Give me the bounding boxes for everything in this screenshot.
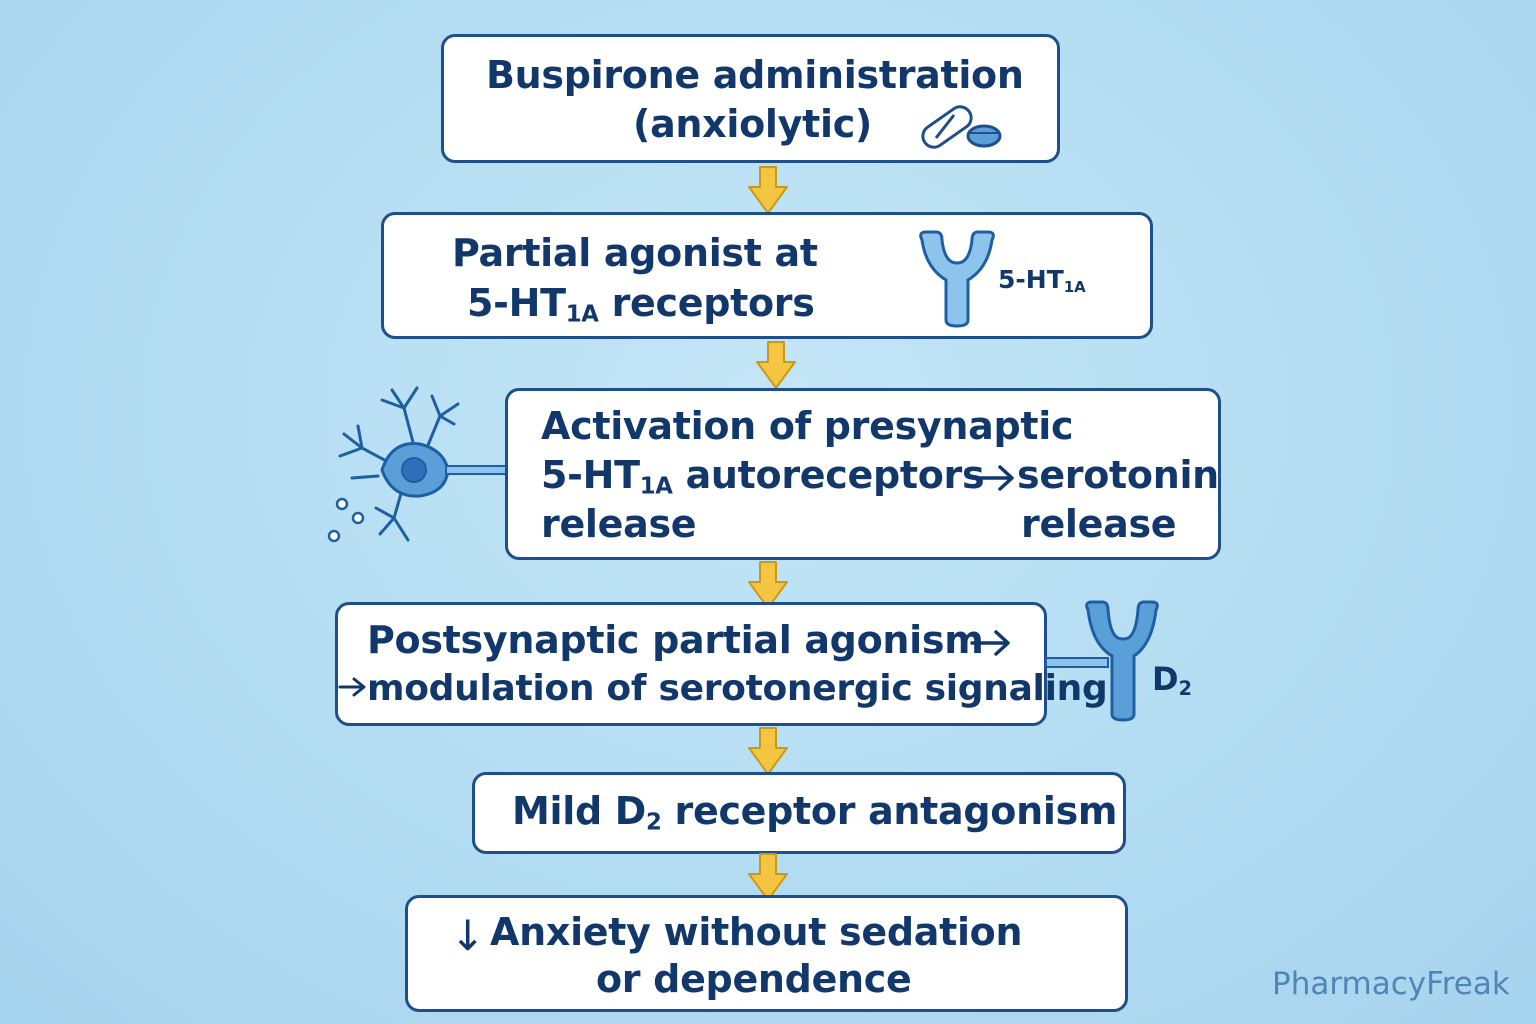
arrow-right-icon [974, 465, 1014, 491]
step-6-line-1: Anxiety without sedation [490, 910, 1023, 954]
step-box-3 [505, 388, 1221, 560]
flow-arrow-3 [748, 561, 788, 609]
flow-arrow-5 [748, 853, 788, 901]
step-box-1 [441, 34, 1060, 163]
arrow-right-small-icon [338, 677, 366, 697]
step-6-line-2: or dependence [596, 957, 912, 1001]
step-box-5 [472, 772, 1126, 854]
step-3-right-line-1: serotonin [1017, 453, 1219, 497]
step-3-right-line-2: release [1021, 502, 1177, 546]
pill-tablet-icon [966, 124, 1002, 148]
step-3-line-1: Activation of presynaptic [541, 404, 1074, 448]
step-3-line-3: release [541, 502, 697, 546]
step-3-line-2: 5-HT1A autoreceptors [541, 453, 985, 500]
step-box-6 [405, 895, 1128, 1012]
arrow-right-icon [970, 630, 1010, 656]
step-2-line-1: Partial agonist at [452, 231, 818, 275]
receptor-5ht1a-icon [919, 230, 995, 328]
receptor-5ht1a-label: 5-HT1A [998, 265, 1086, 296]
step-box-2 [381, 212, 1153, 339]
down-arrow-icon: ↓ [450, 911, 485, 960]
step-2-line-2: 5-HT1A receptors [467, 281, 815, 328]
step-1-line-2: (anxiolytic) [633, 102, 872, 146]
flow-arrow-2 [756, 341, 796, 389]
flow-arrow-4 [748, 727, 788, 775]
pill-capsule-icon [921, 105, 973, 149]
receptor-d2-icon [1045, 600, 1159, 722]
step-5-text: Mild D2 receptor antagonism [512, 789, 1118, 836]
neuron-icon [327, 386, 509, 543]
flow-arrow-1 [748, 166, 788, 214]
step-4-line-1: Postsynaptic partial agonism [367, 618, 984, 662]
watermark: PharmacyFreak [1272, 966, 1510, 1002]
step-box-4 [335, 602, 1047, 726]
pill-icon [921, 105, 1002, 149]
step-4-line-2: modulation of serotonergic signaling [367, 668, 1108, 709]
step-1-line-1: Buspirone administration [486, 53, 1024, 97]
receptor-d2-label: D2 [1152, 660, 1192, 700]
